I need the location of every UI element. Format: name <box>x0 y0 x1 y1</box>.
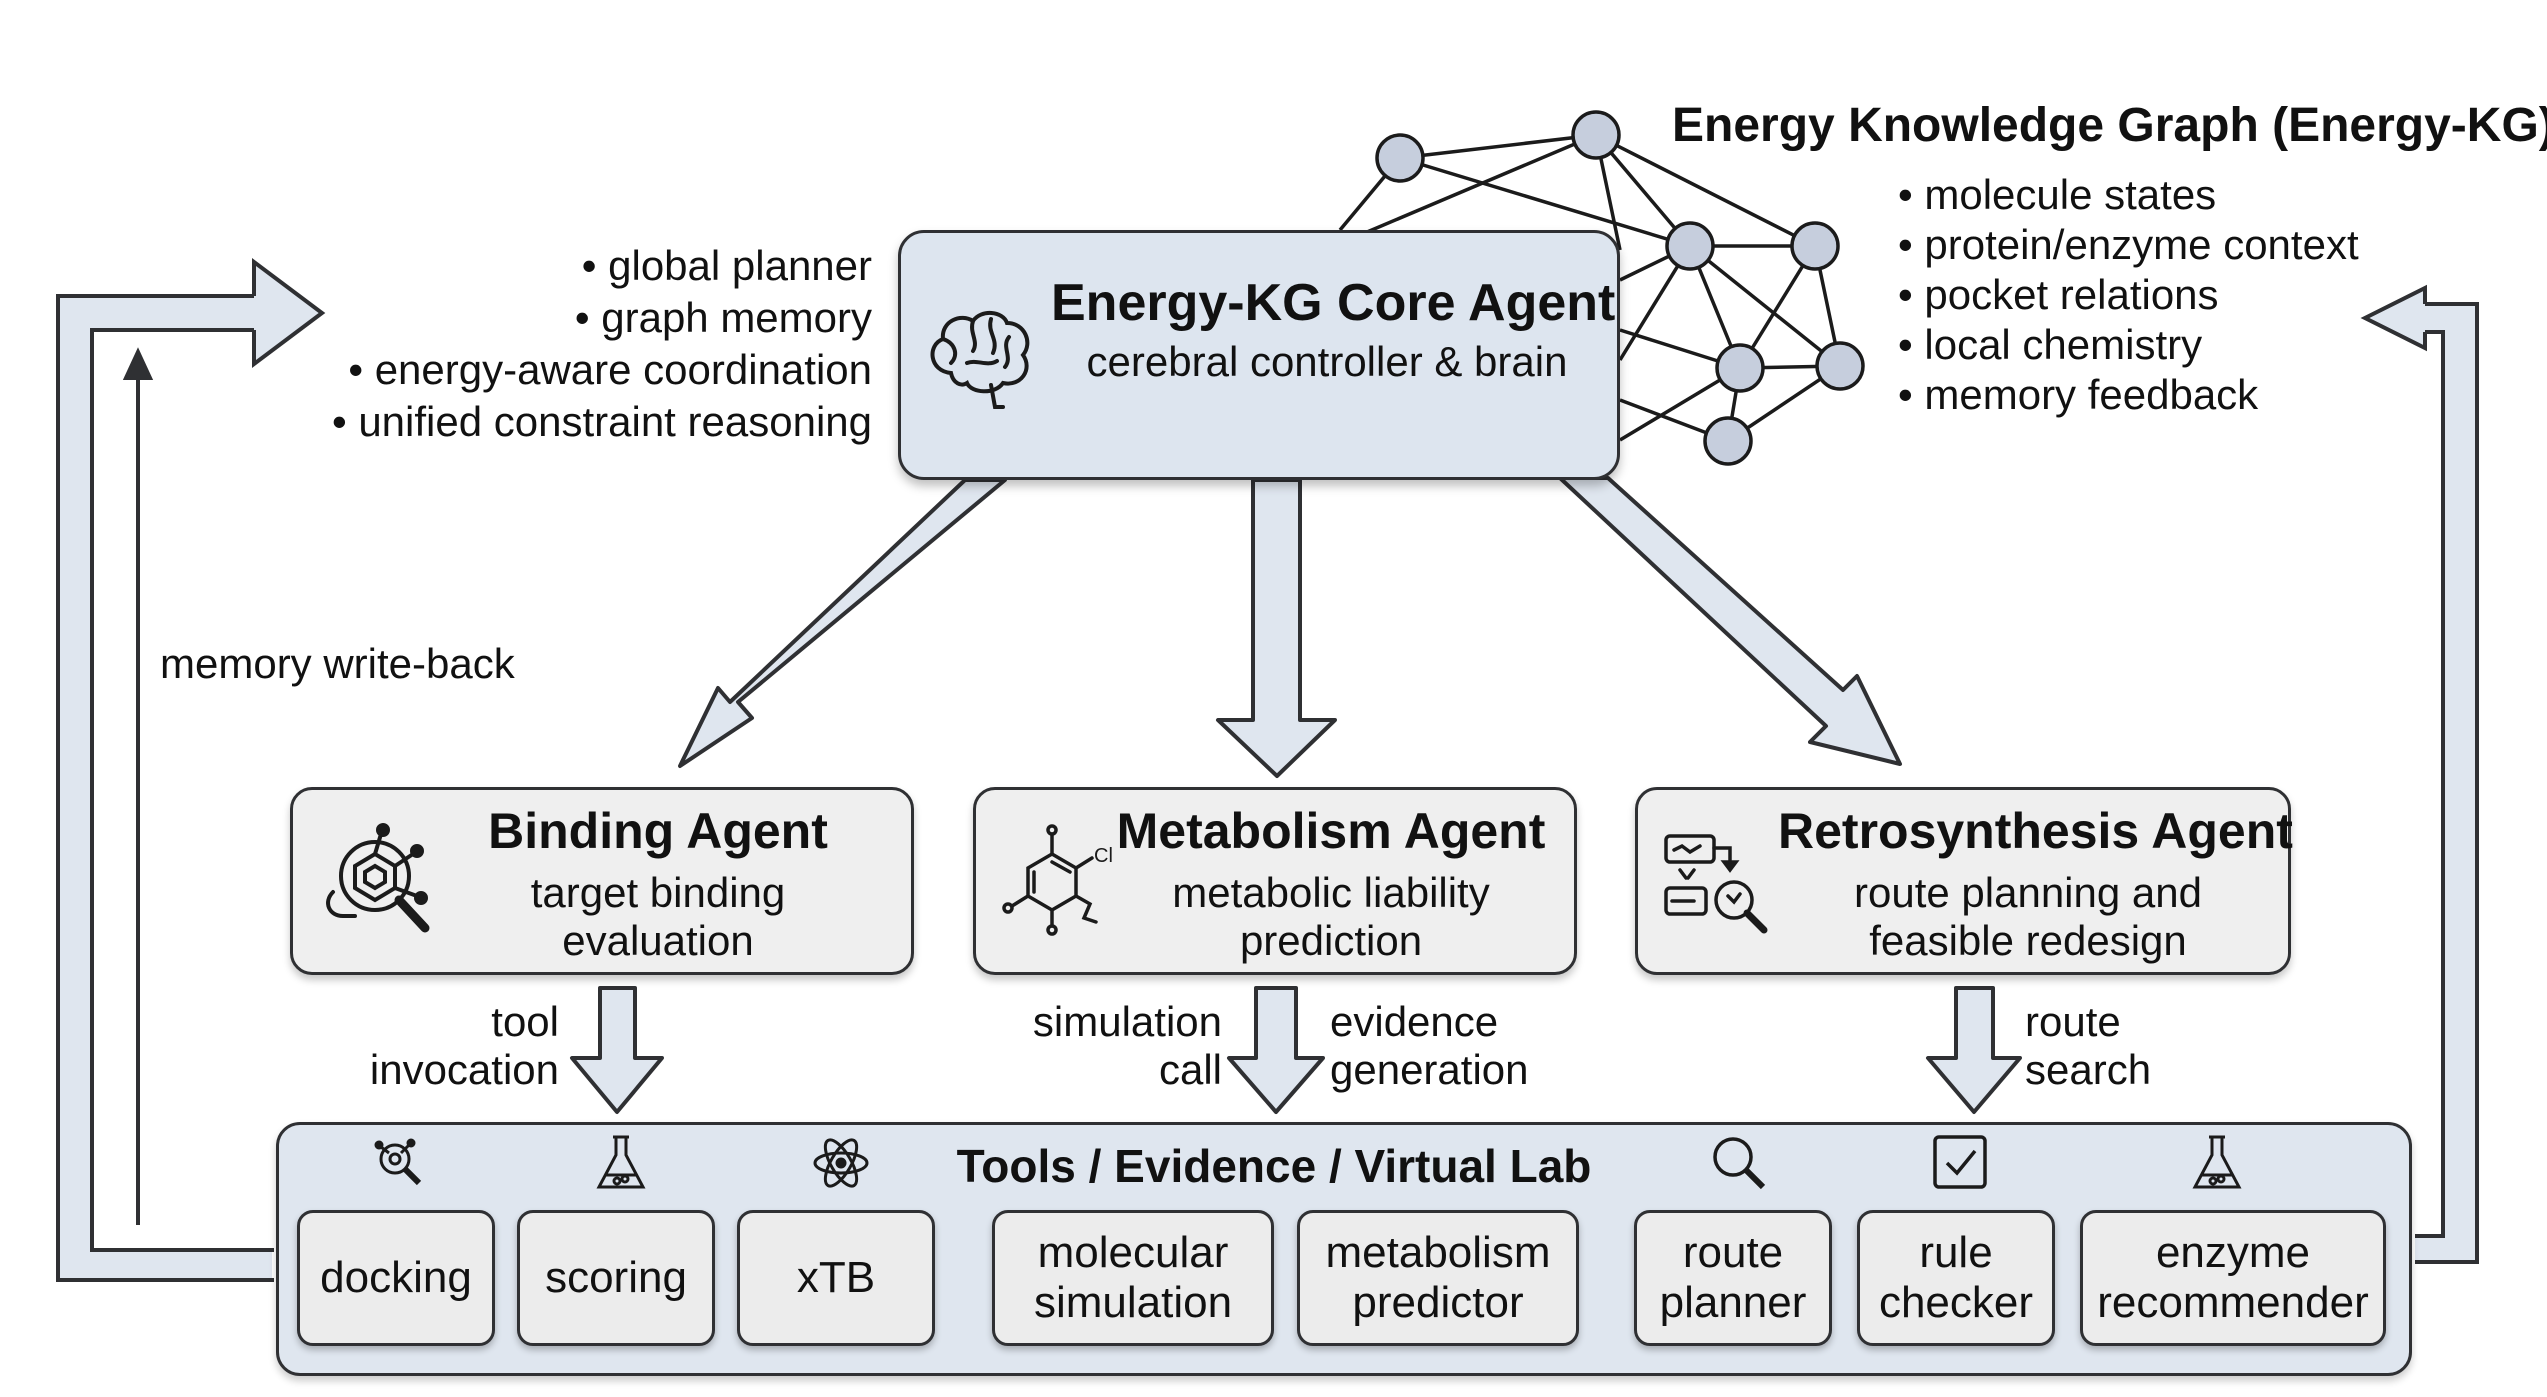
metabolism-agent-line2: prediction <box>1239 917 1423 964</box>
flow-label-line: evidence <box>1330 998 1499 1045</box>
kg-bullet: protein/enzyme context <box>1898 220 2358 270</box>
checkbox-icon <box>1933 1135 1987 1189</box>
right-loop-fill <box>2415 304 2477 1262</box>
tool-label: docking <box>320 1253 472 1302</box>
tool-docking[interactable]: docking <box>297 1210 495 1346</box>
kg-title: Energy Knowledge Graph (Energy-KG) <box>1672 99 2547 152</box>
kg-bullet: pocket relations <box>1898 270 2359 320</box>
molecule-search-icon <box>374 1138 422 1186</box>
metabolism-agent-title: Metabolism Agent <box>1116 803 1546 859</box>
left-loop-fill <box>60 298 272 1278</box>
tool-label: checker <box>1878 1278 2034 1327</box>
tool-scoring[interactable]: scoring <box>517 1210 715 1346</box>
core-to-agent-arrows <box>678 476 1902 778</box>
tool-enzyme-recommender[interactable]: enzyme recommender <box>2080 1210 2386 1346</box>
retrosynthesis-agent-box[interactable]: Retrosynthesis Agent route planning and … <box>1635 787 2293 975</box>
core-agent-box[interactable]: Energy-KG Core Agent cerebral controller… <box>898 230 1620 480</box>
flow-label-tool-invocation: tool invocation <box>370 998 559 1094</box>
flow-label-line: generation <box>1330 1046 1529 1093</box>
binding-agent-line2: evaluation <box>562 917 754 964</box>
tool-label: rule <box>1919 1228 1993 1277</box>
flow-label-route-search: route search <box>2025 998 2151 1094</box>
knowledge-graph-nodes <box>1375 110 1865 466</box>
tool-label: scoring <box>545 1253 687 1302</box>
tool-metabolism-predictor[interactable]: metabolism predictor <box>1297 1210 1579 1346</box>
core-bullet: graph memory <box>332 292 872 344</box>
binding-agent-title: Binding Agent <box>488 803 828 859</box>
tool-rule-checker[interactable]: rule checker <box>1857 1210 2055 1346</box>
route-icon <box>1664 834 1768 934</box>
tool-label: recommender <box>2097 1278 2369 1327</box>
tool-label: enzyme <box>2155 1228 2311 1277</box>
core-bullet: unified constraint reasoning <box>332 396 872 448</box>
right-feedback-loop <box>2360 284 2479 1264</box>
enzyme-flask-icon <box>2192 1135 2242 1189</box>
flow-label-line: search <box>2025 1046 2152 1093</box>
memory-write-back-loop <box>56 258 326 1282</box>
core-bullets: global planner graph memory energy-aware… <box>332 240 872 448</box>
kg-bullet: local chemistry <box>1898 320 2359 370</box>
brain-icon <box>930 311 1030 409</box>
tool-label: route <box>1682 1228 1784 1277</box>
core-bullet: energy-aware coordination <box>332 344 872 396</box>
magnifier-icon <box>1713 1137 1766 1190</box>
virtual-lab-title: Tools / Evidence / Virtual Lab <box>956 1140 1592 1192</box>
tool-molecular-simulation[interactable]: molecular simulation <box>992 1210 1274 1346</box>
tool-label: xTB <box>796 1253 876 1302</box>
flow-label-evidence-generation: evidence generation <box>1330 998 1529 1094</box>
tool-route-planner[interactable]: route planner <box>1634 1210 1832 1346</box>
tool-label: simulation <box>1033 1278 1233 1327</box>
kg-bullets: molecule states protein/enzyme context p… <box>1898 170 2359 420</box>
kg-bullet: memory feedback <box>1898 370 2359 420</box>
kg-bullet: molecule states <box>1898 170 2359 220</box>
binding-search-icon <box>326 823 430 933</box>
core-bullet: global planner <box>332 240 872 292</box>
flow-label-line: simulation <box>1032 998 1222 1045</box>
tool-xtb[interactable]: xTB <box>737 1210 935 1346</box>
flow-label-line: invocation <box>369 1046 559 1093</box>
binding-agent-box[interactable]: Binding Agent target binding evaluation <box>290 787 914 975</box>
core-agent-title: Energy-KG Core Agent <box>1051 274 1616 332</box>
memory-write-back-label: memory write-back <box>160 640 515 687</box>
agent-to-tools-arrows <box>570 986 2022 1114</box>
tool-label: molecular <box>1037 1228 1229 1277</box>
metabolism-agent-line1: metabolic liability <box>1172 869 1490 916</box>
atom-icon <box>813 1138 869 1188</box>
flow-label-line: tool <box>491 998 559 1045</box>
flask-icon <box>596 1135 646 1189</box>
tool-label: planner <box>1659 1278 1807 1327</box>
tool-label: predictor <box>1352 1278 1524 1327</box>
tool-label: metabolism <box>1325 1228 1551 1277</box>
metabolism-agent-box[interactable]: Cl Metabolism Agent metabolic liability … <box>973 787 1577 975</box>
core-agent-subtitle: cerebral controller & brain <box>1086 338 1568 385</box>
flow-label-line: call <box>1158 1046 1222 1093</box>
binding-agent-line1: target binding <box>530 869 786 916</box>
flow-label-simulation-call: simulation call <box>1033 998 1222 1094</box>
molecule-icon: Cl <box>1002 824 1113 936</box>
retrosynthesis-agent-line2: feasible redesign <box>1869 917 2187 964</box>
chlorine-label: Cl <box>1094 845 1113 867</box>
retrosynthesis-agent-title: Retrosynthesis Agent <box>1778 803 2293 859</box>
retrosynthesis-agent-line1: route planning and <box>1854 869 2202 916</box>
flow-label-line: route <box>2025 998 2121 1045</box>
